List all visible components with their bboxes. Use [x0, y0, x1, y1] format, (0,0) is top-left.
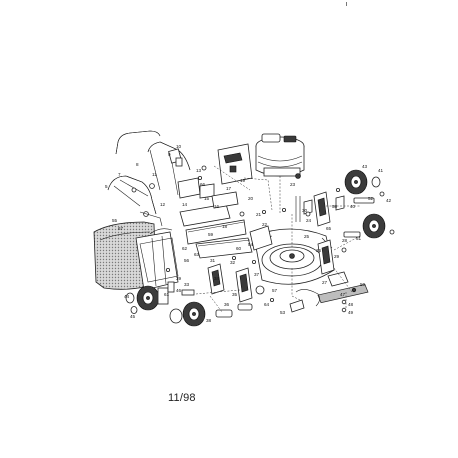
rear-baffle — [179, 191, 253, 259]
callout: 48 — [348, 302, 354, 307]
fasteners — [165, 165, 347, 302]
rear-wheel-left — [125, 285, 160, 314]
callout: 15 — [204, 196, 210, 201]
rear-height-adjuster — [181, 263, 265, 318]
callout: 66 — [200, 182, 206, 187]
callout: 32 — [230, 260, 236, 265]
callout: 26 — [316, 248, 322, 253]
callout: 55 — [112, 218, 118, 223]
upper-handle — [115, 130, 191, 196]
callout: 33 — [184, 282, 190, 287]
callout: 63 — [194, 252, 200, 257]
callout: 24 — [306, 218, 312, 223]
callout: 57 — [272, 288, 278, 293]
callout: 45 — [130, 314, 136, 319]
scan-mark — [346, 2, 347, 6]
callout: 27 — [322, 280, 328, 285]
callout: 29 — [334, 254, 340, 259]
callout: 42 — [386, 198, 392, 203]
callout: 23 — [290, 182, 296, 187]
callout: 39 — [176, 276, 182, 281]
callout: 62 — [182, 246, 188, 251]
callout: 9 — [168, 152, 171, 157]
callout: 40 — [350, 204, 356, 209]
grass-catcher-bag — [93, 221, 179, 291]
callout: 30 — [302, 208, 308, 213]
callout: 53 — [280, 310, 286, 315]
callout: 59 — [208, 232, 214, 237]
callout: 20 — [248, 196, 254, 201]
callout: 61 — [164, 292, 170, 297]
front-height-adjuster — [303, 191, 375, 275]
callout: 13 — [196, 168, 202, 173]
callout: 47 — [340, 292, 346, 297]
callout: 11 — [152, 172, 157, 177]
callout: 22 — [262, 222, 268, 227]
blade — [289, 267, 369, 313]
callout: 18 — [222, 224, 228, 229]
lower-handle — [107, 175, 163, 227]
callout-labels: 5 7 8 9 10 11 12 13 14 15 16 17 18 19 20… — [105, 144, 392, 323]
callout: 19 — [240, 178, 246, 183]
callout: 31 — [210, 258, 216, 263]
callout: 56 — [184, 258, 190, 263]
callout: 67 — [118, 226, 124, 231]
callout: 64 — [264, 302, 270, 307]
front-wheel-upper — [344, 169, 385, 197]
callout: 25 — [304, 234, 310, 239]
callout: 41 — [378, 168, 384, 173]
callout: 16 — [214, 204, 220, 209]
callout: 36 — [224, 302, 230, 307]
callout: 12 — [160, 202, 166, 207]
callout: 17 — [226, 186, 232, 191]
callout: 49 — [348, 310, 354, 315]
callout: 7 — [118, 172, 121, 177]
callout: 34 — [214, 276, 220, 281]
callout: 5 — [105, 184, 108, 189]
callout: 37 — [254, 272, 260, 277]
callout: 52 — [368, 196, 374, 201]
callout: 60 — [236, 246, 242, 251]
callout: 14 — [182, 202, 188, 207]
document-code: 11/98 — [168, 392, 196, 404]
callout: 44 — [124, 294, 130, 299]
rear-wheel-right — [157, 281, 206, 327]
callout: 35 — [232, 292, 238, 297]
control-panel — [177, 143, 273, 211]
callout: 28 — [342, 238, 348, 243]
callout: 54 — [248, 242, 254, 247]
callout: 8 — [136, 162, 139, 167]
front-wheel-lower — [362, 213, 395, 239]
callout: 38 — [206, 318, 212, 323]
callout: 10 — [176, 144, 182, 149]
callout: 65 — [326, 226, 332, 231]
callout: 21 — [256, 212, 262, 217]
callout: 46 — [176, 288, 182, 293]
callout: 50 — [360, 282, 366, 287]
mower-deck — [249, 214, 335, 301]
callout: 58 — [332, 204, 338, 209]
callout: 51 — [356, 236, 362, 241]
engine — [255, 133, 305, 214]
callout: 43 — [362, 164, 368, 169]
